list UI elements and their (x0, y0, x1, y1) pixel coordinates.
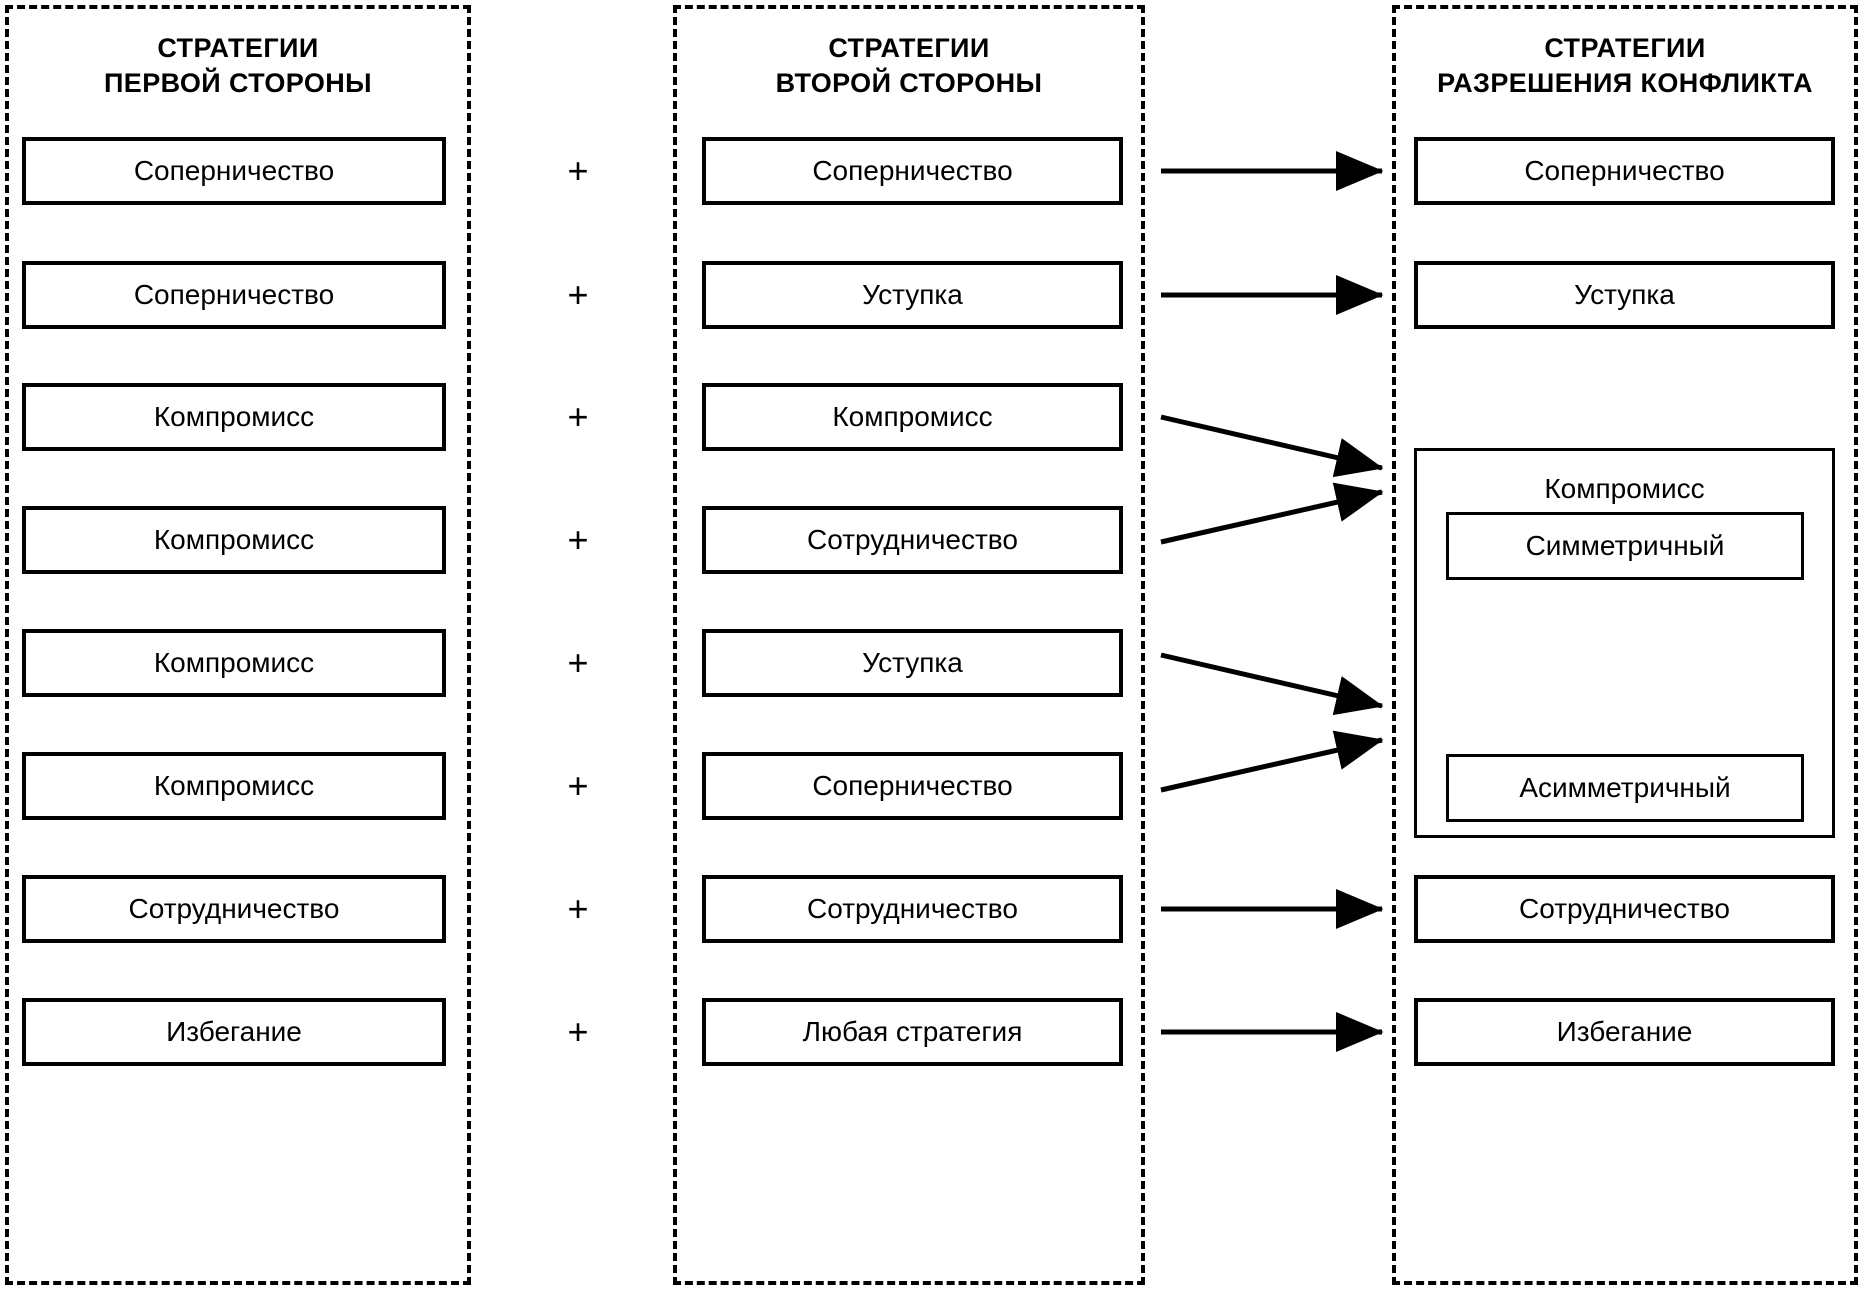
first-party-box-4-label: Компромисс (153, 523, 315, 555)
first-party-box-5[interactable]: Компромисс (22, 629, 446, 697)
resolution-box-avoidance-label: Избегание (1556, 1015, 1693, 1047)
resolution-box-concession[interactable]: Уступка (1414, 261, 1835, 329)
first-party-box-2-label: Соперничество (133, 278, 335, 310)
plus-operator-1: + (567, 150, 589, 191)
column-resolution-title: СТРАТЕГИИ РАЗРЕШЕНИЯ КОНФЛИКТА (1437, 33, 1813, 98)
resolution-compromise-group-label: Компромисс (1544, 473, 1705, 504)
second-party-box-7[interactable]: Сотрудничество (702, 875, 1123, 943)
resolution-box-rivalry[interactable]: Соперничество (1414, 137, 1835, 205)
plus-operator-4: + (567, 519, 589, 560)
column-resolution: СТРАТЕГИИ РАЗРЕШЕНИЯ КОНФЛИКТА (1392, 5, 1858, 1285)
column-first-party: СТРАТЕГИИ ПЕРВОЙ СТОРОНЫ (5, 5, 471, 1285)
first-party-box-6-label: Компромисс (153, 769, 315, 801)
second-party-box-8[interactable]: Любая стратегия (702, 998, 1123, 1066)
second-party-box-3-label: Компромисс (832, 400, 993, 432)
first-party-box-3-label: Компромисс (153, 400, 315, 432)
resolution-box-concession-label: Уступка (1574, 278, 1675, 310)
plus-operator-7: + (567, 888, 589, 929)
first-party-box-1[interactable]: Соперничество (22, 137, 446, 205)
second-party-box-5[interactable]: Уступка (702, 629, 1123, 697)
plus-operator-8: + (567, 1011, 589, 1052)
column-second-party-title: СТРАТЕГИИ ВТОРОЙ СТОРОНЫ (775, 33, 1043, 98)
second-party-box-4[interactable]: Сотрудничество (702, 506, 1123, 574)
resolution-box-cooperation-label: Сотрудничество (1519, 892, 1730, 924)
first-party-box-3[interactable]: Компромисс (22, 383, 446, 451)
arrow-to-asymmetric-compromise-a (1160, 652, 1384, 716)
second-party-box-2-label: Уступка (862, 278, 963, 310)
resolution-box-avoidance[interactable]: Избегание (1414, 998, 1835, 1066)
first-party-box-7[interactable]: Сотрудничество (22, 875, 446, 943)
second-party-box-2[interactable]: Уступка (702, 261, 1123, 329)
plus-operator-6: + (567, 765, 589, 806)
second-party-box-4-label: Сотрудничество (807, 523, 1018, 555)
first-party-box-2[interactable]: Соперничество (22, 261, 446, 329)
resolution-compromise-asymmetric[interactable]: Асимметричный (1446, 754, 1804, 822)
second-party-box-8-label: Любая стратегия (802, 1015, 1023, 1047)
second-party-box-7-label: Сотрудничество (807, 892, 1018, 924)
first-party-box-6[interactable]: Компромисс (22, 752, 446, 820)
first-party-box-1-label: Соперничество (133, 154, 335, 186)
arrow-to-symmetric-compromise-a (1160, 414, 1384, 478)
resolution-box-cooperation[interactable]: Сотрудничество (1414, 875, 1835, 943)
resolution-compromise-asymmetric-label: Асимметричный (1519, 772, 1731, 803)
column-second-party: СТРАТЕГИИ ВТОРОЙ СТОРОНЫ (673, 5, 1145, 1285)
arrow-to-asymmetric-compromise-b (1160, 730, 1384, 793)
second-party-box-6-label: Соперничество (812, 769, 1013, 801)
column-first-party-title: СТРАТЕГИИ ПЕРВОЙ СТОРОНЫ (104, 33, 372, 98)
plus-operator-3: + (567, 396, 589, 437)
second-party-box-6[interactable]: Соперничество (702, 752, 1123, 820)
plus-operator-5: + (567, 642, 589, 683)
second-party-box-1[interactable]: Соперничество (702, 137, 1123, 205)
arrow-to-symmetric-compromise-b (1160, 482, 1384, 545)
first-party-box-7-label: Сотрудничество (128, 892, 340, 924)
second-party-box-5-label: Уступка (862, 646, 963, 678)
resolution-box-rivalry-label: Соперничество (1524, 154, 1725, 186)
first-party-box-8-label: Избегание (166, 1015, 302, 1047)
first-party-box-4[interactable]: Компромисс (22, 506, 446, 574)
first-party-box-8[interactable]: Избегание (22, 998, 446, 1066)
resolution-compromise-symmetric[interactable]: Симметричный (1446, 512, 1804, 580)
second-party-box-3[interactable]: Компромисс (702, 383, 1123, 451)
resolution-compromise-symmetric-label: Симметричный (1525, 530, 1725, 561)
plus-operator-2: + (567, 274, 589, 315)
first-party-box-5-label: Компромисс (153, 646, 315, 678)
second-party-box-1-label: Соперничество (812, 154, 1013, 186)
